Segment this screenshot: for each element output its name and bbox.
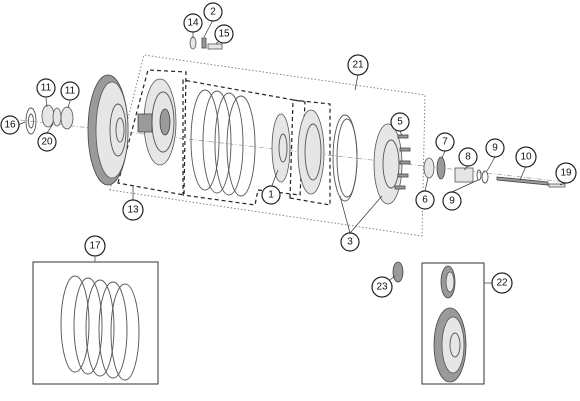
svg-text:9: 9 [449, 196, 455, 207]
nut-6 [423, 157, 435, 179]
washer-16-inner [28, 113, 34, 129]
assembly-frame-21 [109, 54, 426, 237]
callout-5: 5 [390, 112, 410, 132]
svg-text:20: 20 [41, 137, 53, 148]
detail-gears-22 [433, 265, 467, 383]
svg-text:22: 22 [496, 278, 508, 289]
callout-13: 13 [122, 199, 144, 221]
svg-text:3: 3 [347, 237, 353, 248]
shim-ring-3b [336, 118, 358, 198]
needle-bearing-11a [41, 104, 55, 128]
bolt-15 [207, 43, 223, 50]
washer-14 [189, 36, 197, 50]
clutch-plates [190, 89, 256, 197]
svg-text:9: 9 [492, 143, 498, 154]
callout-8: 8 [458, 147, 478, 167]
primary-gear [87, 74, 129, 186]
callout-9a: 9 [485, 138, 505, 158]
svg-text:7: 7 [442, 137, 448, 148]
bushing-23 [392, 261, 404, 283]
svg-text:11: 11 [65, 86, 76, 97]
callout-7: 7 [435, 132, 455, 152]
svg-text:21: 21 [352, 60, 364, 71]
svg-text:19: 19 [560, 168, 572, 179]
callout-16: 16 [0, 115, 20, 135]
svg-text:5: 5 [397, 117, 403, 128]
svg-text:10: 10 [520, 152, 532, 163]
spacer-20 [52, 107, 62, 127]
callout-1: 1 [261, 185, 281, 205]
diaphragm-spring-1 [271, 113, 291, 183]
assembly-frame-13 [117, 69, 187, 196]
leader-lines [17, 19, 566, 287]
needle-bearing-11b [60, 106, 74, 130]
detail-box-22 [421, 262, 485, 385]
pin-19 [548, 183, 566, 188]
detail-box-17 [32, 261, 159, 385]
plate-pack-frame [182, 79, 306, 206]
callout-14: 14 [183, 13, 203, 33]
cover-bolts-5 [394, 134, 411, 190]
callout-23: 23 [371, 276, 393, 298]
callout-11a: 11 [36, 78, 56, 98]
callout-11b: 11 [60, 81, 80, 101]
callout-22: 22 [491, 272, 513, 294]
svg-text:23: 23 [376, 282, 388, 293]
svg-text:11: 11 [41, 83, 52, 94]
callout-10: 10 [515, 146, 537, 168]
svg-text:6: 6 [422, 195, 428, 206]
svg-text:1: 1 [268, 190, 274, 201]
callout-17: 17 [84, 235, 106, 257]
callout-2: 2 [203, 2, 223, 22]
bearing-8 [454, 167, 474, 183]
svg-text:15: 15 [218, 29, 230, 40]
pin-2 [201, 37, 207, 49]
callout-15: 15 [214, 24, 234, 44]
washer-16 [25, 107, 37, 135]
callout-9b: 9 [442, 191, 462, 211]
svg-text:2: 2 [210, 7, 216, 18]
washer-7 [436, 156, 446, 180]
circlip-9b [476, 169, 482, 181]
pressure-plate [297, 109, 325, 195]
svg-text:8: 8 [465, 152, 471, 163]
svg-text:13: 13 [127, 205, 139, 216]
push-rod-10 [496, 176, 549, 186]
callout-19: 19 [555, 162, 577, 184]
pressure-plate-frame [289, 99, 331, 206]
svg-text:17: 17 [89, 241, 101, 252]
detail-plate-stack-17 [60, 275, 140, 381]
callout-3: 3 [340, 232, 360, 252]
callout-20: 20 [37, 132, 57, 152]
callout-6: 6 [415, 190, 435, 210]
svg-text:14: 14 [187, 18, 199, 29]
svg-text:16: 16 [4, 120, 16, 131]
inner-hub [137, 78, 177, 166]
callout-21: 21 [347, 54, 369, 76]
circlip-9a [481, 170, 489, 184]
